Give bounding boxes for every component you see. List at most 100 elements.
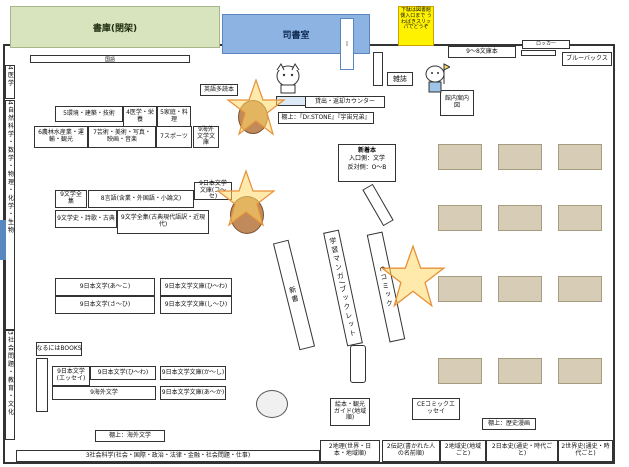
medicine-label: 4医学・栄養 [126, 109, 154, 123]
jp-lit-sa-hi-shelf: 9日本文学(さ〜ひ) [55, 296, 155, 314]
social-science-label: 3社会科学(社会・国際・政治・法律・金融・社会問題・仕事) [85, 451, 251, 459]
lit-complete-2-label: 9文学全集(古典現代語訳・近現代) [120, 214, 206, 228]
jp-lit-a-ko-label: 9日本文学(あ〜こ) [79, 282, 131, 290]
bunko-9-8-shelf: 9〜8文庫本 [448, 46, 516, 58]
picture-books-label: 絵本・観光ガイド(地域順) [333, 400, 367, 422]
overseas-lit-label: 9海外文学 [90, 388, 118, 396]
magazine-rack [373, 52, 383, 86]
round-table-bottom [256, 390, 288, 418]
jp-lit-sa-hi-label: 9日本文学(さ〜ひ) [79, 300, 131, 308]
jp-lit-hi-wa-label: 9日本文学(ひ〜わ) [97, 368, 149, 376]
home-label: 5家庭・料理 [160, 109, 188, 123]
local-history-label: 2地域史(地域ごと) [444, 443, 482, 457]
naruni-shelf: なるにはBOOKS [36, 342, 82, 356]
wall-label-medicine-text: 4医学 [6, 66, 14, 88]
new-arrivals-entry: 入口側：文学 [348, 155, 385, 163]
guide-mascot-flag-icon [420, 60, 452, 94]
overseas-lit-upper-label: 棚上：海外文学 [108, 431, 151, 439]
info-sign: 館内案内図 [440, 90, 474, 116]
wall-label-social: 3社会問題・教育・文化 [5, 330, 15, 440]
environment-label: 5環境・建築・技術 [63, 109, 115, 117]
wall-right [613, 44, 615, 464]
local-history-shelf: 2地域史(地域ごと) [440, 440, 486, 462]
counter-shelf: 貸出・返却カウンター [305, 96, 385, 108]
history-manga-upper-label: 棚上：歴史漫画 [487, 419, 530, 427]
new-arrivals-rack [362, 183, 394, 227]
new-arrivals-panel: 新着本 入口側：文学 反対側：O〜B [338, 144, 396, 182]
stack-shelf-label: 国語 [104, 56, 115, 63]
new-books-label: 新書 [287, 285, 301, 305]
english-books-shelf: 英語多読本 [200, 84, 238, 96]
reading-table [498, 205, 542, 231]
reading-table [558, 144, 602, 170]
jp-history-label: 2日本史(通史・時代ごと) [491, 443, 553, 457]
slipper-notice-text: 下駄は図書館側入口まで うわばきスリッパでどうぞ [400, 7, 432, 31]
blue-backs-label: ブルーバックス [566, 54, 608, 62]
biography-label: 2伝記(書かれた人の名前順) [386, 443, 436, 457]
sports-label: 7スポーツ [160, 132, 188, 140]
lit-history-shelf: 9文学史・詩歌・古典 [55, 210, 117, 228]
lit-complete-label: 9文学全集 [60, 191, 82, 205]
jp-lit-bunko-co-se-shelf: 9日本文学文庫(コ〜セ) [194, 179, 232, 201]
manga-upper-note-label: 棚上：『Dr.STONE』『宇宙兄弟』 [281, 113, 371, 121]
highlight-star-icon [216, 169, 276, 227]
environment-shelf: 5環境・建築・技術 [55, 106, 123, 122]
new-books-rack: 新書 [272, 239, 316, 351]
jp-history-shelf: 2日本史(通史・時代ごと) [486, 440, 558, 462]
naruni-label: なるにはBOOKS [36, 344, 82, 352]
wall-label-science-text: 4自然科学・数学・物理・化学・生物 [6, 101, 14, 235]
jp-lit-hi-wa-shelf: 9日本文学(ひ〜わ) [90, 366, 156, 380]
magazine-label: 雑誌 [393, 74, 407, 83]
jp-lit-bunko-co-se-label: 9日本文学文庫(コ〜セ) [199, 179, 227, 201]
jp-lit-bunko-a-ka-label: 9日本文学文庫(あ〜か) [161, 388, 225, 396]
right-top-rail [521, 50, 556, 56]
magazine-shelf: 雑誌 [387, 72, 413, 86]
jp-lit-bunko-shi-hi-label: 9日本文学文庫(し〜ひ) [164, 300, 228, 308]
jp-lit-bunko-hi-wa-label: 9日本文学文庫(ひ〜わ) [164, 282, 228, 290]
language-shelf: 8言語(含業・外国語・小論文) [88, 190, 194, 208]
reading-table [498, 358, 542, 384]
picture-books-shelf: 絵本・観光ガイド(地域順) [330, 398, 370, 426]
blue-backs-shelf: ブルーバックス [562, 52, 612, 66]
social-science-shelf: 3社会科学(社会・国際・政治・法律・金融・社会問題・仕事) [16, 450, 320, 462]
lit-complete-shelf: 9文学全集 [55, 190, 87, 208]
jp-lit-bunko-a-ka-shelf: 9日本文学文庫(あ〜か) [160, 386, 226, 400]
biography-shelf: 2伝記(書かれた人の名前順) [382, 440, 440, 462]
wall-label-science: 4自然科学・数学・物理・化学・生物 [5, 100, 15, 330]
agriculture-label: 6農林水産業・運輸・観光 [38, 129, 84, 143]
overseas-lit-upper: 棚上：海外文学 [95, 430, 165, 442]
reading-table [438, 358, 482, 384]
bunko-9-8-label: 9〜8文庫本 [466, 47, 498, 55]
highlight-star-icon [380, 244, 446, 308]
comic-essay-label: CEコミックエッセイ [417, 401, 455, 415]
foreign-lit-bunko-shelf: 9海外文学文庫 [193, 126, 219, 148]
comic-essay-shelf: CEコミックエッセイ [412, 398, 460, 420]
english-books-label: 英語多読本 [203, 85, 234, 93]
world-history-label: 2世界史(通史・時代ごと) [561, 443, 610, 457]
wall-label-social-text: 3社会問題・教育・文化 [6, 331, 14, 417]
manga-rack-base [350, 345, 366, 383]
left-arrow-mark [0, 220, 6, 260]
new-arrivals-far: 反対側：O〜B [347, 163, 387, 171]
foreign-lit-bunko-label: 9海外文学文庫 [196, 125, 215, 147]
lit-complete-2-shelf: 9文学全集(古典現代語訳・近現代) [117, 210, 209, 234]
stack-room-shelf: 国語 [30, 55, 190, 63]
info-sign-label: 館内案内図 [444, 95, 469, 109]
jp-lit-bunko-hi-wa-shelf: 9日本文学文庫(ひ〜わ) [160, 278, 232, 296]
language-label: 8言語(含業・外国語・小論文) [100, 194, 182, 202]
jp-lit-bunko-ka-shi-label: 9日本文学文庫(か〜し) [161, 368, 225, 376]
medicine-shelf: 4医学・栄養 [123, 106, 157, 128]
slipper-notice: 下駄は図書館側入口まで うわばきスリッパでどうぞ [398, 6, 434, 46]
agriculture-shelf: 6農林水産業・運輸・観光 [34, 126, 88, 148]
wall-bottom [3, 462, 615, 464]
reading-table [498, 276, 542, 302]
counter-divider: ▯ [340, 18, 354, 70]
manga-booklet-rack: 学習マンガ/ブックレット [323, 229, 363, 347]
manga-booklet-label: 学習マンガ/ブックレット [328, 236, 358, 340]
stack-room: 書庫(閉架) [10, 6, 220, 48]
arts-label: 7芸術・美術・写真・映画・音楽 [93, 129, 151, 143]
reading-table [558, 358, 602, 384]
reading-table [438, 205, 482, 231]
stack-room-label: 書庫(閉架) [92, 23, 138, 34]
